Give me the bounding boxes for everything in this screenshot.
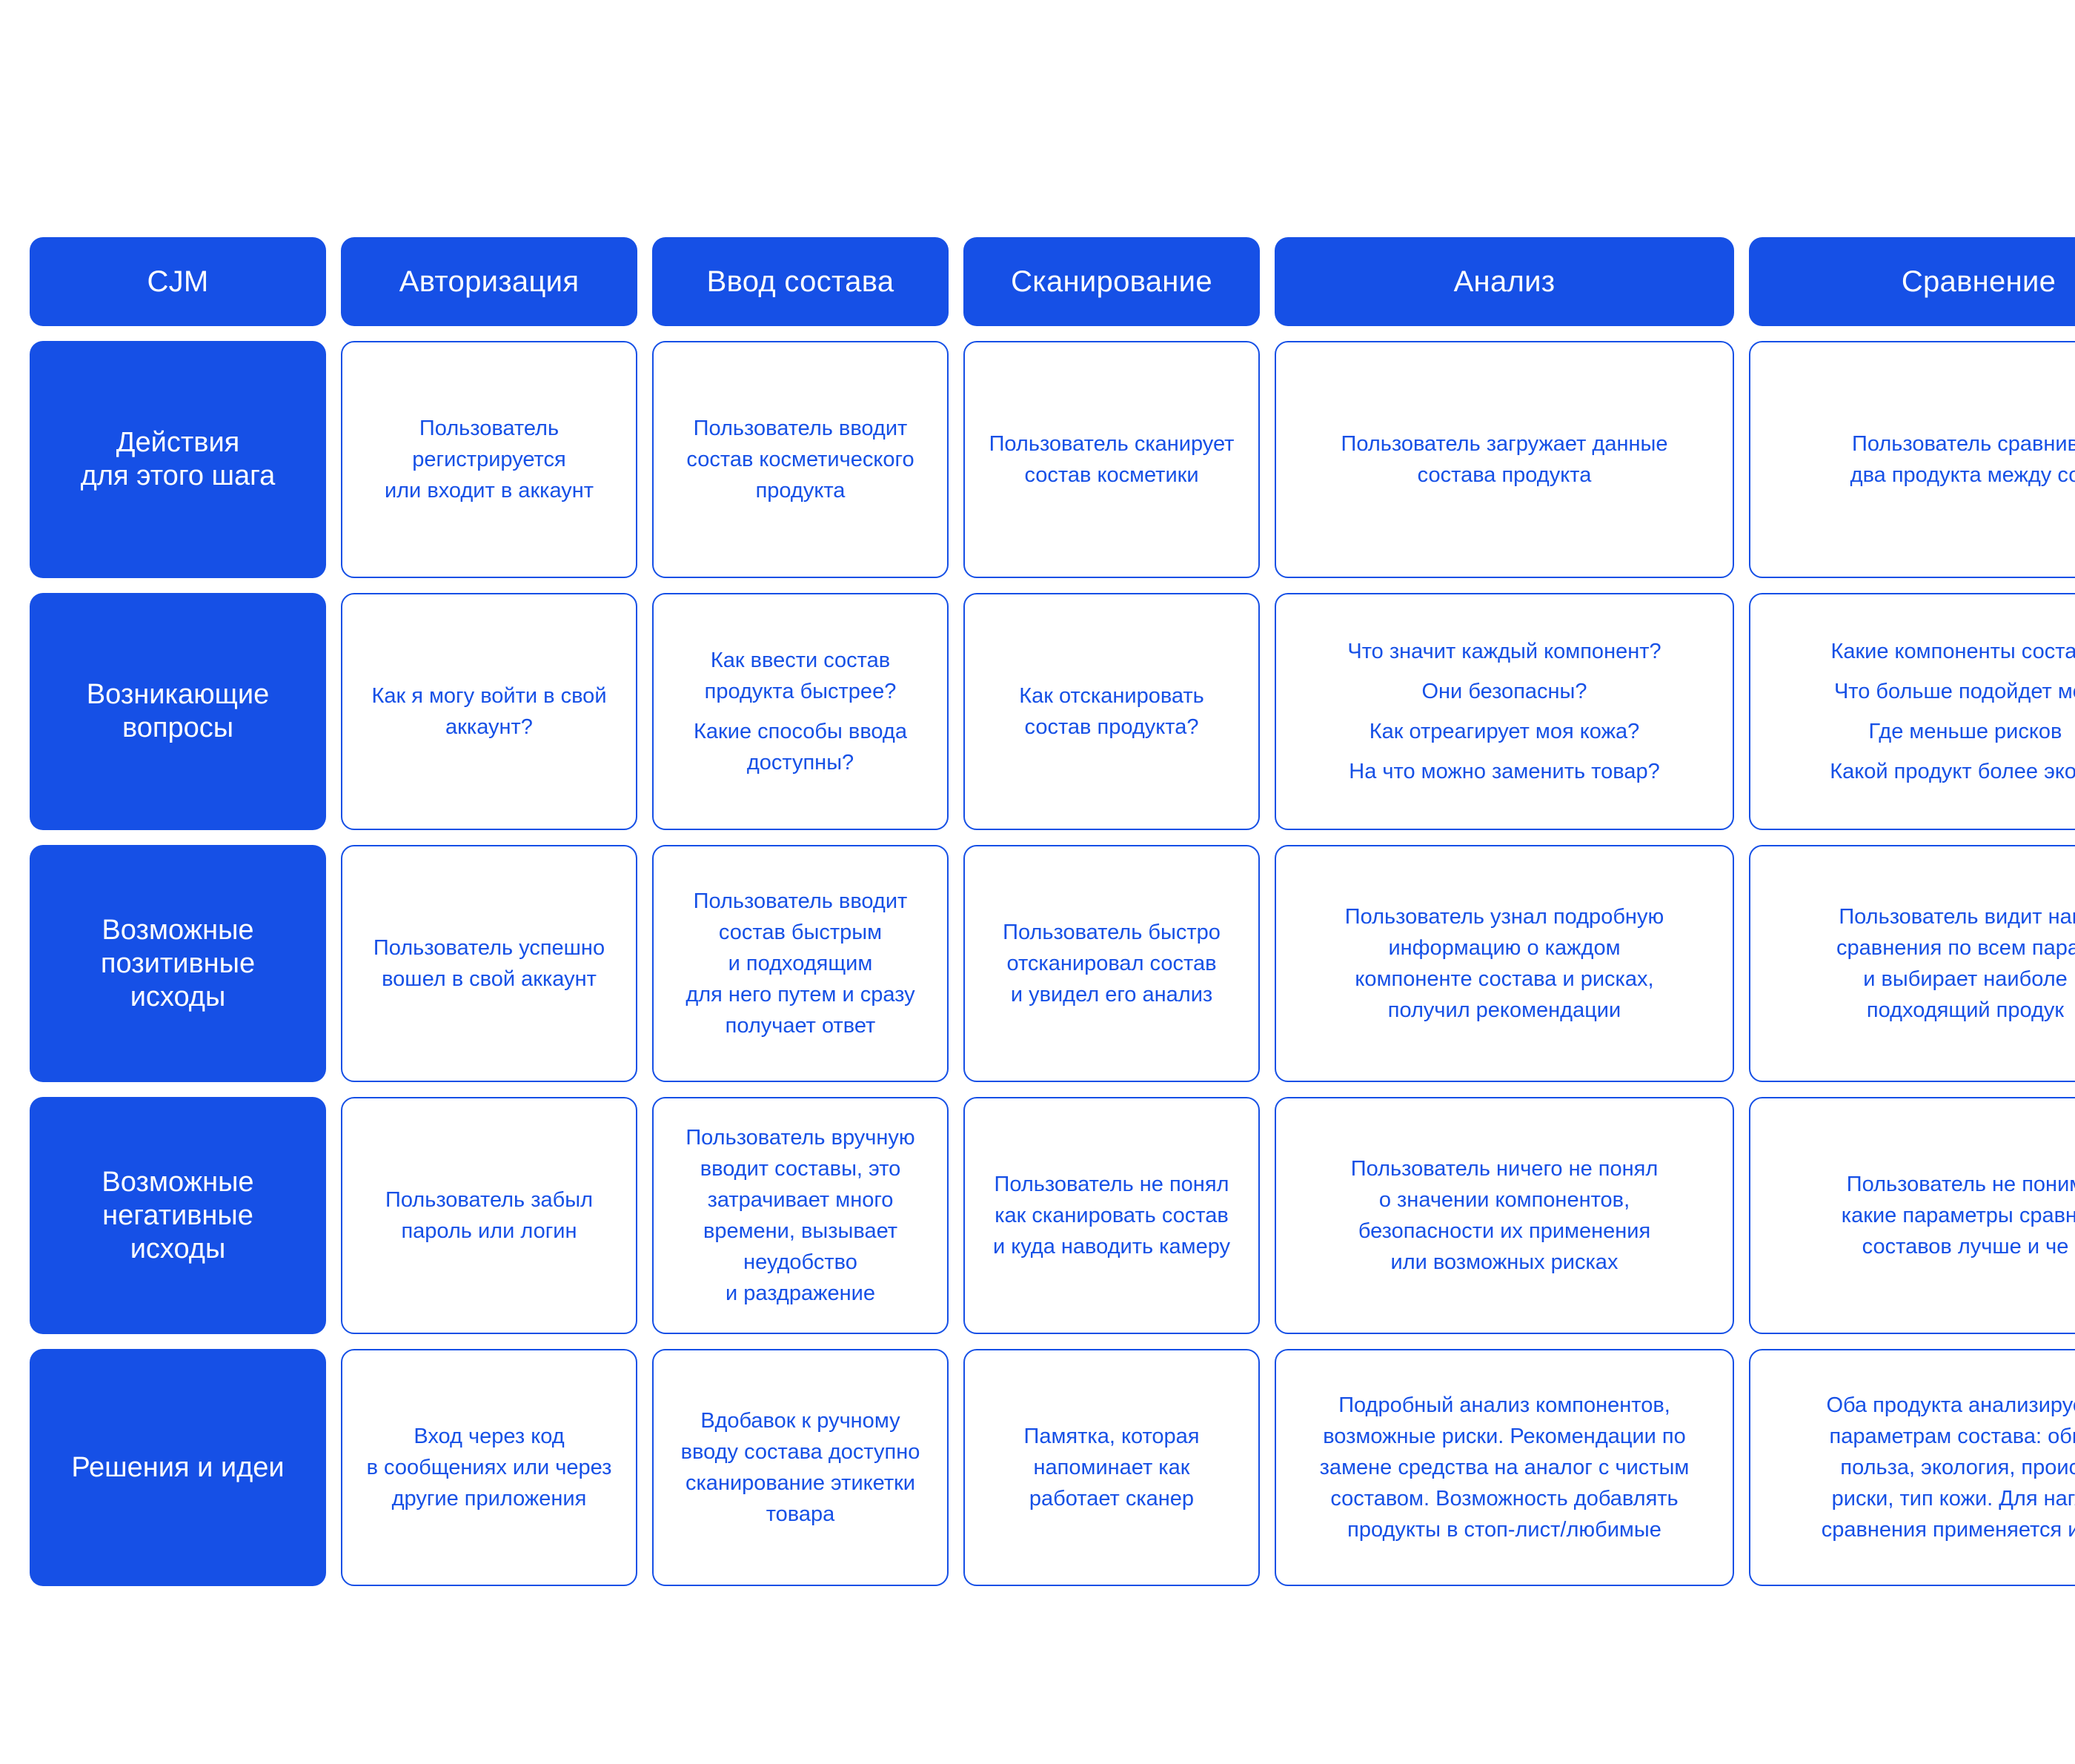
table-cell: Памятка, которая напоминает как работает… bbox=[963, 1349, 1260, 1586]
table-cell: Оба продукта анализируетс параметрам сос… bbox=[1749, 1349, 2075, 1586]
table-cell: Пользователь загружает данные состава пр… bbox=[1275, 341, 1734, 578]
cell-text: Пользователь не поним какие параметры ср… bbox=[1841, 1173, 2075, 1259]
column-header-label: Ввод состава bbox=[706, 265, 894, 298]
table-cell: Пользователь не поним какие параметры ср… bbox=[1749, 1097, 2075, 1334]
cell-text: Подробный анализ компонентов, возможные … bbox=[1319, 1393, 1690, 1542]
cell-text: Оба продукта анализируетс параметрам сос… bbox=[1821, 1393, 2075, 1542]
row-header-label: Действия для этого шага bbox=[80, 427, 276, 491]
table-cell: Как отсканировать состав продукта? bbox=[963, 593, 1260, 830]
row-header: Действия для этого шага bbox=[30, 341, 326, 578]
column-header-label: Сравнение bbox=[1901, 265, 2056, 298]
cell-text: Пользователь узнал подробную информацию … bbox=[1344, 905, 1664, 1022]
table-cell: Пользователь регистрируется или входит в… bbox=[341, 341, 637, 578]
cell-text: Как я могу войти в свой аккаунт? bbox=[371, 684, 607, 739]
cell-text: На что можно заменить товар? bbox=[1349, 760, 1660, 783]
table-cell: Вход через код в сообщениях или через др… bbox=[341, 1349, 637, 1586]
cell-text: Пользователь успешно вошел в свой аккаун… bbox=[373, 936, 605, 991]
cell-text: Что значит каждый компонент? bbox=[1347, 640, 1661, 663]
cell-text: Они безопасны? bbox=[1421, 680, 1587, 703]
column-header: Сравнение bbox=[1749, 237, 2075, 326]
cell-text: Памятка, которая напоминает как работает… bbox=[1023, 1425, 1200, 1511]
cell-text: Где меньше рисков bbox=[1868, 720, 2062, 743]
table-cell: Пользователь сравнив два продукта между … bbox=[1749, 341, 2075, 578]
cell-text: Пользователь не понял как сканировать со… bbox=[992, 1173, 1231, 1259]
table-cell: Пользователь видит нагл сравнения по все… bbox=[1749, 845, 2075, 1082]
cell-text: Как ввести состав продукта быстрее? bbox=[704, 649, 897, 703]
row-header-label: Возникающие вопросы bbox=[86, 679, 270, 743]
cjm-corner-header: CJM bbox=[30, 237, 326, 326]
table-cell: Пользователь не понял как сканировать со… bbox=[963, 1097, 1260, 1334]
cell-text: Пользователь вводит состав косметическог… bbox=[686, 417, 914, 503]
row-header-label: Возможные негативные исходы bbox=[102, 1166, 254, 1264]
row-header: Возможные позитивные исходы bbox=[30, 845, 326, 1082]
table-cell: Вдобавок к ручному вводу состава доступн… bbox=[652, 1349, 949, 1586]
column-header: Анализ bbox=[1275, 237, 1734, 326]
cell-text: Пользователь вручную вводит составы, это… bbox=[685, 1126, 915, 1305]
row-header-label: Возможные позитивные исходы bbox=[100, 914, 256, 1012]
cell-text: Пользователь сканирует состав косметики bbox=[989, 432, 1235, 487]
table-cell: Пользователь сканирует состав косметики bbox=[963, 341, 1260, 578]
table-cell: Пользователь быстро отсканировал состав … bbox=[963, 845, 1260, 1082]
table-cell: Подробный анализ компонентов, возможные … bbox=[1275, 1349, 1734, 1586]
table-cell: Пользователь забыл пароль или логин bbox=[341, 1097, 637, 1334]
cell-text: Пользователь сравнив два продукта между … bbox=[1850, 432, 2075, 487]
cell-text: Как отсканировать состав продукта? bbox=[1019, 684, 1204, 739]
table-cell: Пользователь вручную вводит составы, это… bbox=[652, 1097, 949, 1334]
table-cell: Как ввести состав продукта быстрее? Какие… bbox=[652, 593, 949, 830]
column-header-label: Сканирование bbox=[1011, 265, 1212, 298]
table-cell: Пользователь вводит состав быстрым и под… bbox=[652, 845, 949, 1082]
cell-text: Вдобавок к ручному вводу состава доступн… bbox=[680, 1409, 920, 1526]
row-header: Возможные негативные исходы bbox=[30, 1097, 326, 1334]
table-cell: Пользователь вводит состав косметическог… bbox=[652, 341, 949, 578]
cell-text: Какие компоненты составо bbox=[1830, 640, 2075, 663]
table-cell: Пользователь узнал подробную информацию … bbox=[1275, 845, 1734, 1082]
cell-text: Пользователь видит нагл сравнения по все… bbox=[1836, 905, 2075, 1022]
cell-text: Какой продукт более эколо bbox=[1830, 760, 2075, 783]
row-header: Возникающие вопросы bbox=[30, 593, 326, 830]
cell-text: Какие способы ввода доступны? bbox=[694, 720, 907, 775]
cell-text: Пользователь вводит состав быстрым и под… bbox=[685, 889, 915, 1038]
cell-text: Пользователь загружает данные состава пр… bbox=[1341, 432, 1668, 487]
cjm-table: CJM Авторизация Ввод состава Сканирование Ан… bbox=[30, 237, 2075, 1586]
table-cell: Что значит каждый компонент? Они безопасн… bbox=[1275, 593, 1734, 830]
table-cell: Пользователь ничего не понял о значении … bbox=[1275, 1097, 1734, 1334]
column-header: Авторизация bbox=[341, 237, 637, 326]
cell-text: Пользователь забыл пароль или логин bbox=[385, 1188, 594, 1243]
cell-text: Пользователь быстро отсканировал состав … bbox=[1003, 921, 1221, 1007]
cell-text: Пользователь ничего не понял о значении … bbox=[1350, 1157, 1659, 1274]
cell-text: Что больше подойдет мое bbox=[1833, 680, 2075, 703]
column-header: Сканирование bbox=[963, 237, 1260, 326]
cell-text: Как отреагирует моя кожа? bbox=[1369, 720, 1640, 743]
table-cell: Пользователь успешно вошел в свой аккаун… bbox=[341, 845, 637, 1082]
row-header-label: Решения и идеи bbox=[71, 1451, 285, 1483]
column-header-label: Анализ bbox=[1453, 265, 1556, 298]
row-header: Решения и идеи bbox=[30, 1349, 326, 1586]
column-header-label: Авторизация bbox=[399, 265, 580, 298]
cell-text: Вход через код в сообщениях или через др… bbox=[366, 1425, 612, 1511]
column-header-label: CJM bbox=[147, 265, 209, 298]
table-cell: Как я могу войти в свой аккаунт? bbox=[341, 593, 637, 830]
cell-text: Пользователь регистрируется или входит в… bbox=[384, 417, 594, 503]
column-header: Ввод состава bbox=[652, 237, 949, 326]
